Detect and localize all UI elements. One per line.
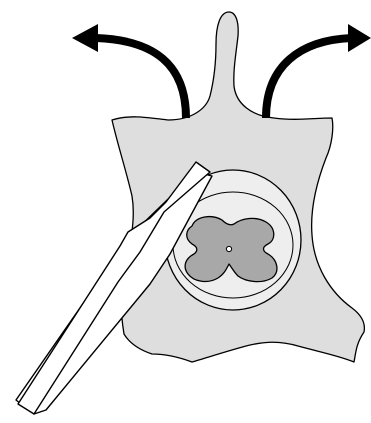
central-canal bbox=[226, 246, 231, 251]
curved-arrow-left-icon bbox=[72, 24, 186, 118]
curved-arrow-right-icon bbox=[266, 24, 371, 118]
